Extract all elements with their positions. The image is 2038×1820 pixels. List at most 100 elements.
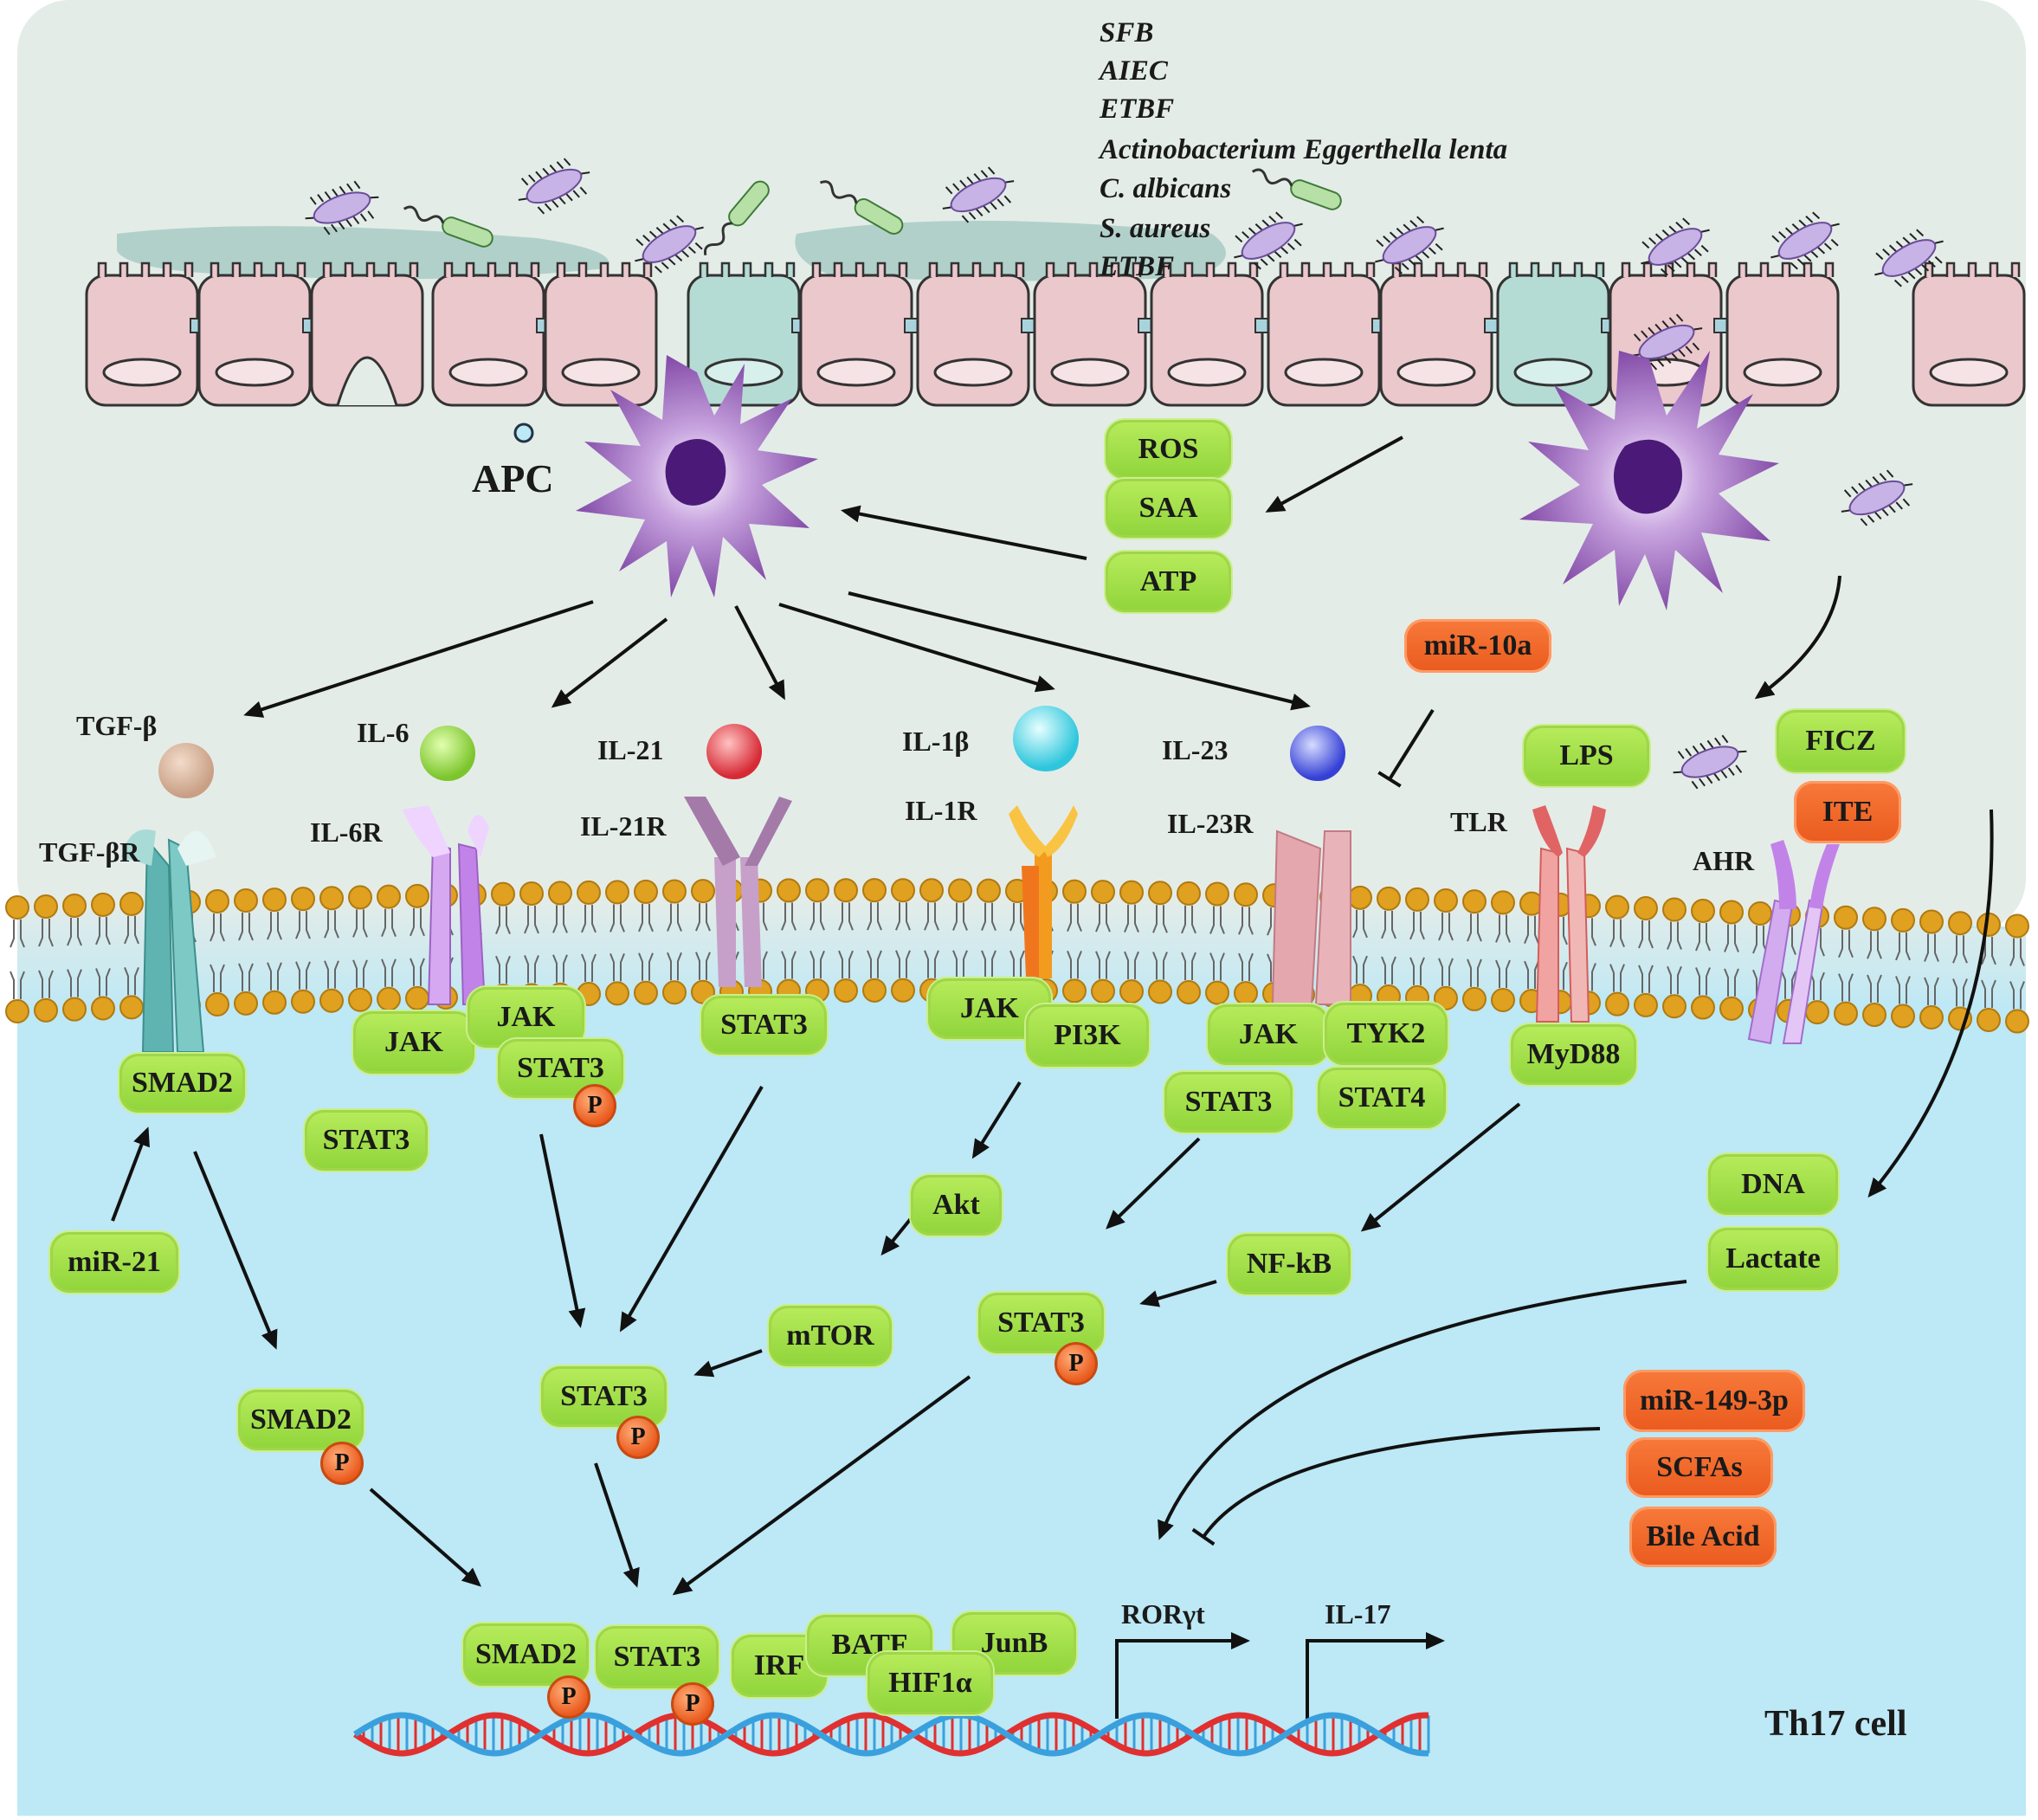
epithelial-cell	[310, 261, 424, 407]
rorgt-gene-label: RORγt	[1121, 1598, 1205, 1630]
phospho-smad2: P	[320, 1442, 364, 1485]
epithelial-cell	[544, 261, 658, 407]
ite-box: ITE	[1794, 781, 1901, 843]
smad2-box: SMAD2	[119, 1054, 245, 1113]
dna-strand-blue	[353, 1712, 1429, 1757]
tgfb-sphere	[158, 743, 214, 798]
bacterium	[518, 158, 590, 215]
epithelial-cell	[1033, 261, 1157, 407]
epithelial-cell	[1725, 261, 1840, 407]
il6r-label: IL-6R	[310, 816, 383, 848]
ros-box: ROS	[1106, 420, 1231, 479]
bacterium	[1641, 217, 1710, 276]
il21r-receptor	[684, 797, 792, 987]
mir21-box: miR-21	[50, 1232, 178, 1293]
jak-box-il1: JAK	[928, 978, 1051, 1039]
stat3-box-il21: STAT3	[701, 996, 827, 1055]
bacterium	[1234, 211, 1303, 270]
myd88-box: MyD88	[1511, 1024, 1636, 1085]
akt-box: Akt	[911, 1175, 1002, 1236]
apc-label: APC	[472, 456, 554, 500]
il6-label: IL-6	[357, 717, 410, 748]
bacteria-name-1: SFB	[1100, 17, 1154, 48]
phospho-stat3-center: P	[616, 1416, 660, 1459]
bacterium	[1770, 211, 1840, 270]
phospho-stat3-il6: P	[573, 1084, 616, 1127]
bacteria-group	[305, 158, 1944, 790]
mtor-box: mTOR	[769, 1306, 892, 1366]
bacterium	[1630, 313, 1703, 371]
il1b-sphere	[1013, 706, 1079, 771]
scfas-box: SCFAs	[1626, 1437, 1773, 1498]
il21r-label: IL-21R	[580, 810, 667, 842]
epithelial-cell	[1150, 261, 1274, 407]
il17-gene-label: IL-17	[1325, 1598, 1391, 1630]
epithelial-cell	[687, 261, 810, 407]
phospho-tf-smad2: P	[547, 1675, 590, 1719]
epithelial-cell	[85, 261, 209, 407]
bacterium	[1673, 734, 1747, 790]
epithelial-cell	[916, 261, 1040, 407]
bacterium	[942, 166, 1015, 223]
mir10a-box: miR-10a	[1404, 619, 1551, 673]
apc-small-vesicle	[513, 423, 534, 443]
tf-stat3: STAT3	[596, 1626, 719, 1688]
bacterium	[305, 180, 379, 236]
il1b-label: IL-1β	[902, 726, 970, 757]
bacterium	[635, 215, 704, 274]
il21-sphere	[706, 724, 762, 779]
dna-box: DNA	[1708, 1154, 1838, 1215]
tf-hif1a: HIF1α	[867, 1652, 993, 1714]
tyk2-box: TYK2	[1325, 1003, 1448, 1065]
tgfbr-receptor	[121, 829, 216, 1053]
dna-strand-red	[353, 1712, 1429, 1757]
saa-box: SAA	[1106, 479, 1231, 538]
dna-helix	[353, 1712, 1430, 1757]
mir149-box: miR-149-3p	[1623, 1370, 1805, 1432]
epithelial-cell	[431, 261, 555, 407]
il1r-label: IL-1R	[905, 795, 977, 826]
epithelial-cell	[1496, 261, 1620, 407]
ahr-label: AHR	[1693, 845, 1755, 876]
epithelial-cell	[197, 261, 321, 407]
ahr-receptor	[1747, 840, 1840, 1045]
il6-sphere	[420, 726, 475, 781]
lps-box: LPS	[1524, 726, 1649, 786]
atp-box: ATP	[1106, 552, 1231, 612]
epithelial-cell	[1267, 261, 1390, 407]
apc-cell-right	[1519, 351, 1779, 610]
epithelial-cell	[799, 261, 923, 407]
lumen-background	[17, 0, 2026, 931]
arrows	[111, 436, 1994, 1719]
jak-box-1: JAK	[353, 1011, 474, 1074]
bacterium	[1874, 229, 1944, 287]
bacteria-name-2: AIEC	[1100, 55, 1168, 87]
apc-cell-left	[576, 355, 818, 597]
bacteria-name-4: Actinobacterium Eggerthella lenta	[1100, 134, 1508, 165]
rod-bacterium	[1251, 168, 1342, 210]
bacteria-name-7: ETBF	[1100, 251, 1175, 282]
il23r-receptor	[1271, 829, 1351, 1005]
bacteria-name-3: ETBF	[1100, 94, 1175, 125]
tf-junb: JunB	[952, 1612, 1076, 1675]
il1r-receptor	[1009, 805, 1078, 978]
stat3-box-il23: STAT3	[1164, 1072, 1293, 1133]
stat4-box: STAT4	[1318, 1068, 1446, 1128]
pi3k-box: PI3K	[1026, 1004, 1149, 1067]
bacterium	[1375, 216, 1444, 274]
il23-sphere	[1290, 726, 1345, 781]
il21-label: IL-21	[597, 734, 664, 765]
il23-label: IL-23	[1162, 734, 1229, 765]
stat3-box-free: STAT3	[305, 1110, 428, 1171]
lactate-box: Lactate	[1708, 1228, 1838, 1290]
bacterium	[1841, 469, 1913, 526]
bacteria-name-5: C. albicans	[1100, 173, 1232, 204]
rod-bacterium	[819, 180, 904, 235]
rod-bacterium	[703, 180, 770, 256]
jak-box-2: JAK	[468, 987, 584, 1048]
tgfbr-label: TGF-βR	[39, 836, 140, 868]
rod-bacterium	[403, 205, 493, 248]
epithelial-cell	[1379, 261, 1503, 407]
tlr-label: TLR	[1450, 806, 1507, 837]
phospho-tf-stat3: P	[671, 1682, 714, 1726]
